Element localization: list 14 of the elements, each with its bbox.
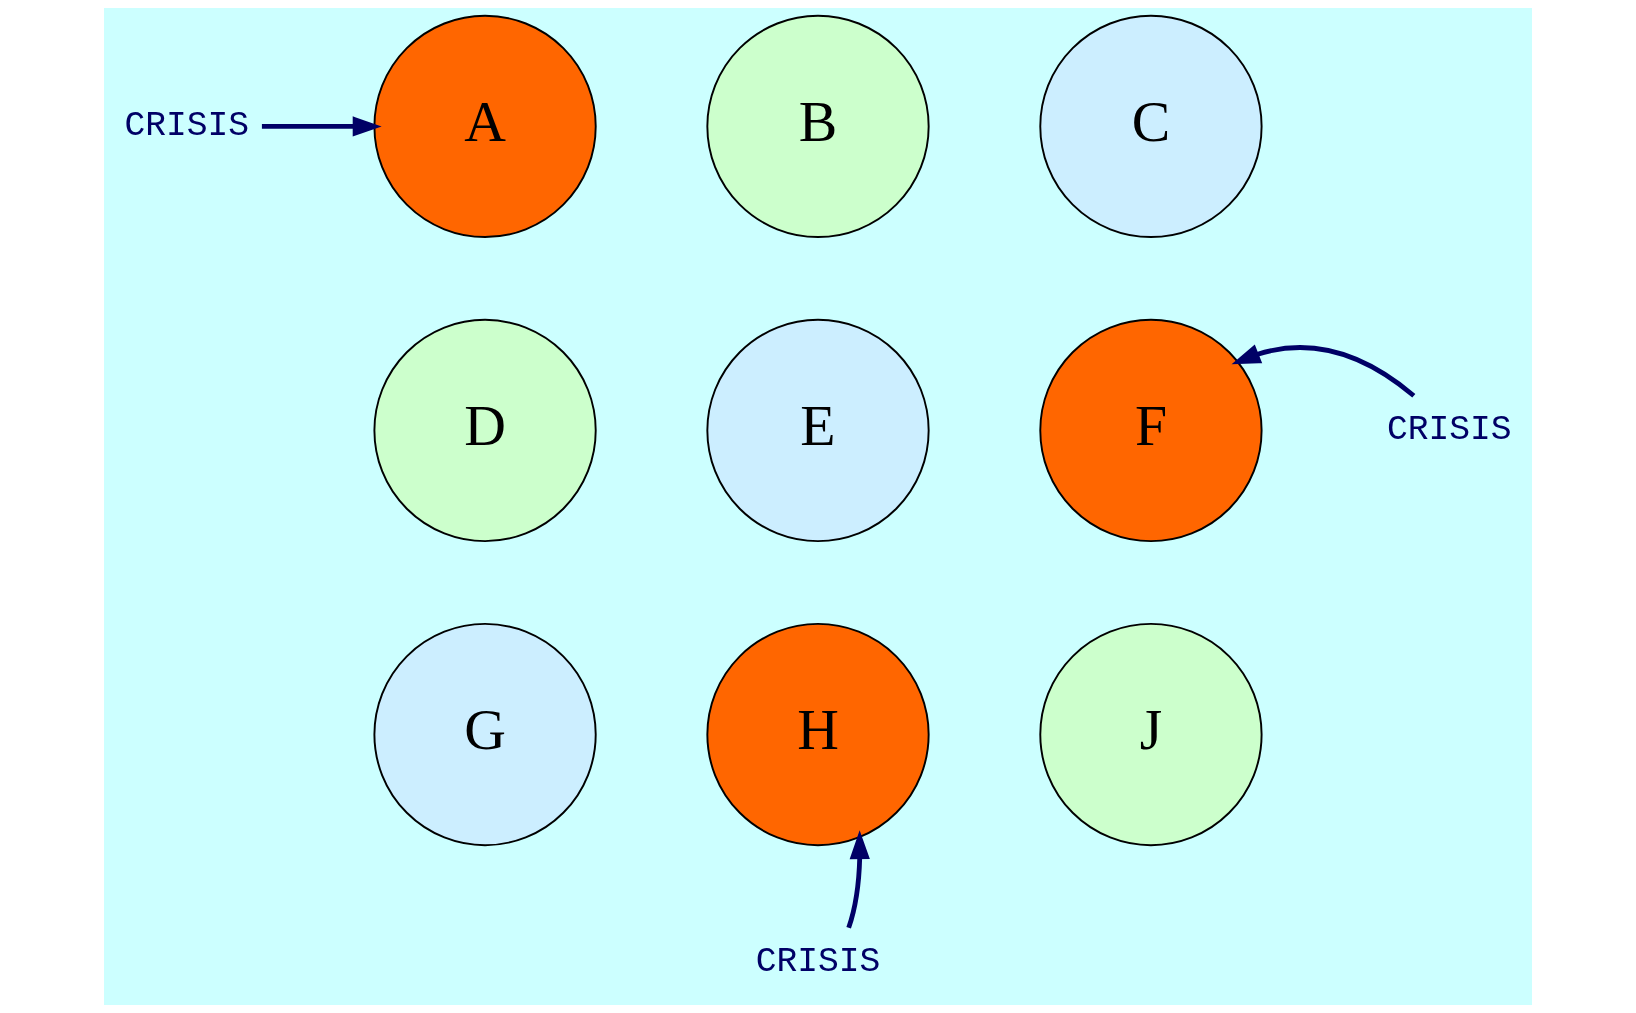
node-circle: C bbox=[1039, 14, 1263, 239]
node-text: CRISIS bbox=[1386, 409, 1512, 449]
arrow bbox=[261, 116, 382, 137]
node-circle: G bbox=[373, 622, 597, 847]
node-circle: A bbox=[373, 14, 597, 239]
node-text: CRISIS bbox=[124, 105, 250, 145]
node-circle: E bbox=[706, 318, 930, 543]
arrow bbox=[846, 830, 870, 929]
node-text: CRISIS bbox=[755, 942, 881, 982]
node-circle: J bbox=[1039, 622, 1263, 847]
arrow bbox=[1231, 344, 1416, 398]
node-circle: H bbox=[706, 622, 930, 847]
node-circle: B bbox=[706, 14, 930, 239]
node-circle: D bbox=[373, 318, 597, 543]
